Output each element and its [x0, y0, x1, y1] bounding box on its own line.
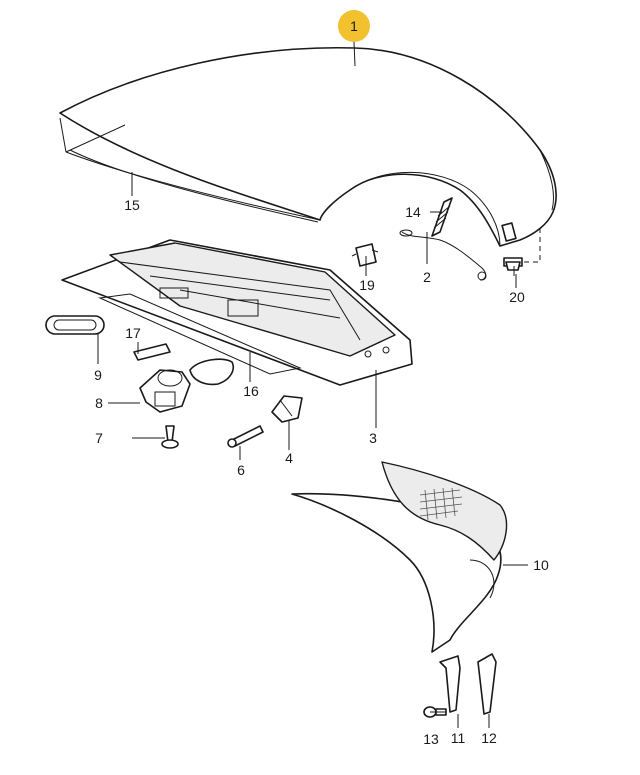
callout-16[interactable]: 16: [243, 383, 259, 399]
callout-2[interactable]: 2: [423, 269, 431, 285]
callout-9[interactable]: 9: [94, 367, 102, 383]
callout-12[interactable]: 12: [481, 730, 497, 746]
callout-1-badge: [338, 10, 370, 42]
seal-ring[interactable]: [189, 358, 234, 386]
bracket-4[interactable]: [271, 395, 303, 423]
rear-frame-panel[interactable]: [61, 239, 413, 386]
callout-15[interactable]: 15: [124, 197, 140, 213]
bolt-6[interactable]: [227, 425, 264, 448]
callout-17[interactable]: 17: [125, 325, 141, 341]
screw-20[interactable]: [503, 257, 523, 276]
insulation-mat[interactable]: [98, 293, 302, 375]
callout-8[interactable]: 8: [95, 395, 103, 411]
callout-10[interactable]: 10: [533, 557, 549, 573]
callout-14[interactable]: 14: [405, 204, 421, 220]
hinge-bracket-11[interactable]: [439, 655, 461, 713]
leader-lines: [97, 41, 528, 728]
mesh-grille: [419, 487, 463, 521]
callout-4[interactable]: 4: [285, 450, 293, 466]
callout-1[interactable]: 1: [338, 10, 370, 42]
retaining-strap[interactable]: [431, 197, 453, 237]
callout-13[interactable]: 13: [423, 731, 439, 747]
latch-8[interactable]: [139, 369, 191, 413]
hardtop-shell[interactable]: [59, 46, 557, 247]
callout-6[interactable]: 6: [237, 462, 245, 478]
side-cover-10[interactable]: [291, 461, 508, 653]
callout-labels: 2 3 4 6 7 8 9 10 11 12 13 14 15 16 17 19…: [94, 197, 549, 747]
callout-1-label: 1: [350, 18, 358, 34]
callout-7[interactable]: 7: [95, 430, 103, 446]
pad-17[interactable]: [133, 343, 171, 361]
callout-3[interactable]: 3: [369, 430, 377, 446]
screw-7[interactable]: [161, 425, 179, 449]
hinge-arm-12[interactable]: [477, 653, 497, 715]
clip-19[interactable]: [351, 243, 379, 267]
grommet-9[interactable]: [45, 315, 105, 335]
callout-19[interactable]: 19: [359, 277, 375, 293]
headliner-panel[interactable]: [69, 149, 319, 223]
tension-cable[interactable]: [399, 229, 487, 281]
callout-11[interactable]: 11: [451, 730, 466, 746]
callout-20[interactable]: 20: [509, 289, 525, 305]
